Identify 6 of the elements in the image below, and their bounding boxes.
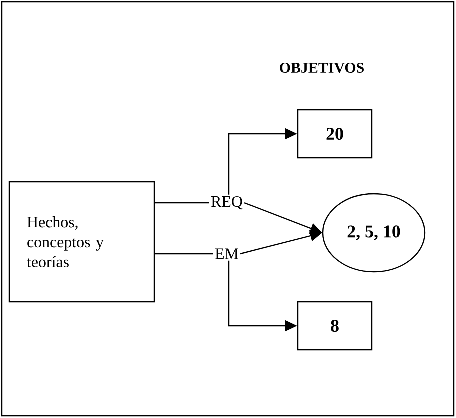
title: OBJETIVOS bbox=[280, 62, 364, 74]
edge-label-text: REQ bbox=[212, 196, 243, 210]
objective-box: 8 bbox=[297, 301, 373, 351]
objective-box: 20 bbox=[297, 109, 373, 159]
concept-box: Hechos, conceptos y teorías bbox=[8, 181, 156, 303]
edge-label-text: EM bbox=[216, 248, 238, 260]
